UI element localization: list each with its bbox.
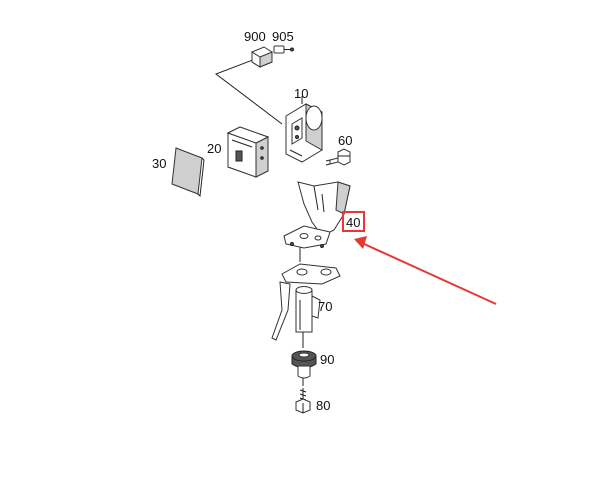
part-900-connector[interactable] [251, 46, 273, 68]
leader-lines [214, 57, 304, 386]
part-labels: 900 905 10 20 30 60 40 70 90 80 [152, 29, 360, 413]
part-40-bracket[interactable] [283, 181, 351, 249]
label-part-30[interactable]: 30 [152, 156, 166, 171]
highlight-box [342, 211, 365, 232]
part-60-bolt[interactable] [325, 148, 351, 166]
label-part-905[interactable]: 905 [272, 29, 294, 44]
part-30-plate[interactable] [171, 147, 205, 198]
label-part-60[interactable]: 60 [338, 133, 352, 148]
part-20-module-box[interactable] [226, 126, 270, 178]
part-905-pin[interactable] [273, 45, 294, 54]
part-10-control-unit[interactable] [285, 103, 323, 163]
highlight-annotation [342, 211, 497, 305]
label-part-900[interactable]: 900 [244, 29, 266, 44]
highlight-arrow-shaft [361, 242, 497, 305]
label-part-70[interactable]: 70 [318, 299, 332, 314]
label-part-80[interactable]: 80 [316, 398, 330, 413]
label-part-90[interactable]: 90 [320, 352, 334, 367]
label-part-20[interactable]: 20 [207, 141, 221, 156]
part-70-mount[interactable] [271, 263, 341, 341]
part-90-bushing[interactable] [291, 350, 317, 379]
label-part-40[interactable]: 40 [346, 215, 360, 230]
highlight-arrow-head [354, 236, 367, 249]
part-80-hex-bolt[interactable] [295, 388, 311, 414]
label-part-10[interactable]: 10 [294, 86, 308, 101]
